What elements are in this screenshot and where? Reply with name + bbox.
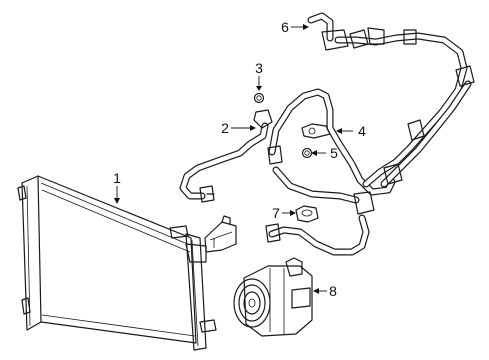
pressure-sensor xyxy=(295,205,319,223)
callout-3: 3 xyxy=(255,60,263,76)
compressor xyxy=(233,257,313,337)
callout-leaders xyxy=(114,24,353,294)
callout-labels: 1 2 3 4 5 6 7 8 xyxy=(113,19,366,299)
condenser xyxy=(17,175,237,351)
liquid-line-lower xyxy=(265,214,370,256)
discharge-line xyxy=(307,12,475,188)
callout-6: 6 xyxy=(281,19,289,35)
liquid-line-short xyxy=(179,109,273,203)
callout-7: 7 xyxy=(272,205,280,221)
callout-8: 8 xyxy=(329,283,337,299)
o-ring-3 xyxy=(253,92,265,104)
o-ring-5 xyxy=(301,147,313,159)
callout-5: 5 xyxy=(330,145,338,161)
suction-line xyxy=(267,88,396,215)
callout-1: 1 xyxy=(113,170,121,186)
callout-4: 4 xyxy=(358,123,366,139)
callout-2: 2 xyxy=(221,120,229,136)
